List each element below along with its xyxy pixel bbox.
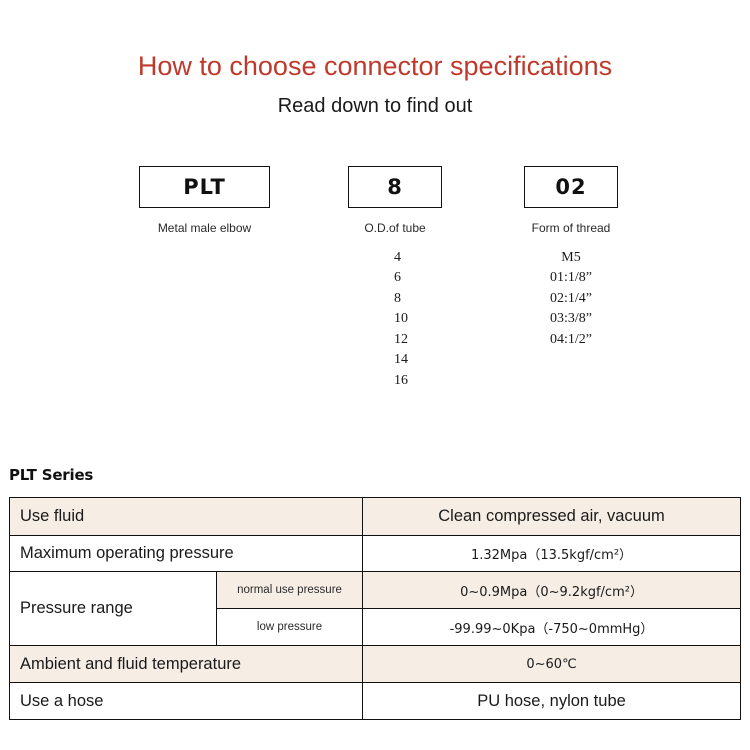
spec-sublabel-normal-use-pressure: normal use pressure xyxy=(215,571,364,609)
spec-sublabel-low-pressure: low pressure xyxy=(215,608,364,646)
spec-label-pressure-range: Pressure range xyxy=(9,571,217,646)
table-row: Use fluid Clean compressed air, vacuum xyxy=(8,497,742,536)
spec-label-use-a-hose: Use a hose xyxy=(8,682,364,720)
code-box-tube-od-text: 8 xyxy=(387,174,403,199)
page-title: How to choose connector specifications xyxy=(137,51,613,81)
option-item: 10 xyxy=(394,311,408,327)
code-box-tube-od: 8 xyxy=(348,165,442,208)
option-item: 04:1/2” xyxy=(550,331,592,347)
option-item: 8 xyxy=(394,290,401,306)
code-caption-series: Metal male elbow xyxy=(157,220,252,235)
spec-value-low-pressure: -99.99~0Kpa（-750~0mmHg） xyxy=(362,608,742,646)
table-row: Pressure range normal use pressure 0~0.9… xyxy=(9,571,742,646)
table-row: Use a hose PU hose, nylon tube xyxy=(8,682,742,720)
spec-label-temperature: Ambient and fluid temperature xyxy=(8,645,364,683)
spec-value-use-a-hose: PU hose, nylon tube xyxy=(362,682,742,720)
spec-label-use-fluid: Use fluid xyxy=(8,497,364,536)
spec-value-normal-use-pressure: 0~0.9Mpa（0~9.2kgf/cm²） xyxy=(362,571,742,609)
spec-value-use-fluid: Clean compressed air, vacuum xyxy=(362,497,742,536)
option-item: M5 xyxy=(561,249,581,265)
table-row: Ambient and fluid temperature 0~60℃ xyxy=(8,645,742,683)
spec-table: Use fluid Clean compressed air, vacuum M… xyxy=(8,497,742,720)
spec-label-max-pressure: Maximum operating pressure xyxy=(8,535,364,572)
code-box-series: PLT xyxy=(139,165,270,208)
option-list-thread-form: M5 01:1/8” 02:1/4” 03:3/8” 04:1/2” xyxy=(524,248,618,351)
code-caption-thread-form: Form of thread xyxy=(531,220,611,235)
option-item: 16 xyxy=(394,372,408,388)
option-item: 02:1/4” xyxy=(550,290,592,306)
code-box-series-text: PLT xyxy=(183,174,226,199)
page-subtitle: Read down to find out xyxy=(277,94,473,117)
spec-value-temperature: 0~60℃ xyxy=(362,645,742,683)
code-caption-tube-od: O.D.of tube xyxy=(364,220,426,235)
code-segment-1: PLT Metal male elbow xyxy=(139,165,270,235)
code-segment-3: 02 Form of thread M5 01:1/8” 02:1/4” 03:… xyxy=(524,165,618,351)
code-box-thread-form: 02 xyxy=(524,165,618,208)
option-item: 4 xyxy=(394,249,401,265)
table-row: Maximum operating pressure 1.32Mpa（13.5k… xyxy=(8,535,742,572)
spec-value-max-pressure: 1.32Mpa（13.5kgf/cm²） xyxy=(362,535,742,572)
option-item: 03:3/8” xyxy=(550,311,592,327)
option-item: 01:1/8” xyxy=(550,270,592,286)
code-breakdown-diagram: PLT Metal male elbow 8 O.D.of tube 4 6 8… xyxy=(0,165,750,416)
spec-table-container: Use fluid Clean compressed air, vacuum M… xyxy=(8,497,742,720)
code-box-thread-form-text: 02 xyxy=(555,174,587,199)
option-list-tube-od: 4 6 8 10 12 14 16 xyxy=(348,248,442,392)
option-item: 12 xyxy=(394,331,408,347)
option-item: 14 xyxy=(394,352,408,368)
table-row: low pressure -99.99~0Kpa（-750~0mmHg） xyxy=(10,608,742,646)
code-segment-2: 8 O.D.of tube 4 6 8 10 12 14 16 xyxy=(348,165,442,392)
page-header: How to choose connector specifications R… xyxy=(0,0,750,117)
option-item: 6 xyxy=(394,270,401,286)
series-heading: PLT Series xyxy=(9,466,94,484)
